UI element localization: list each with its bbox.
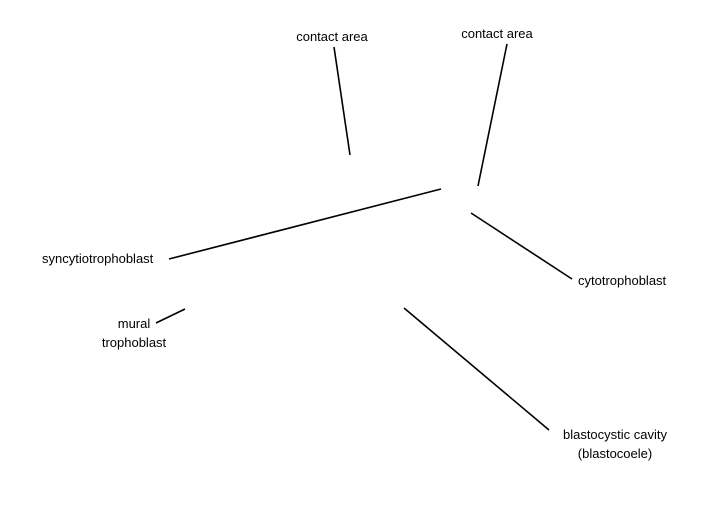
leader-line-syncytiotrophoblast <box>168 188 442 260</box>
label-cytotrophoblast: cytotrophoblast <box>578 273 667 288</box>
label-blastocystic-cavity: blastocystic cavity (blastocoele) <box>563 425 667 463</box>
label-mural-trophoblast-line-1: mural <box>117 316 151 331</box>
label-contact-area-right: contact area <box>461 26 533 41</box>
leader-line-blastocystic-cavity <box>403 307 550 431</box>
leader-line-contact-area-left <box>333 46 351 156</box>
label-mural-trophoblast: mural trophoblast <box>102 314 166 352</box>
leader-line-cytotrophoblast <box>470 212 573 280</box>
leader-line-mural-trophoblast <box>155 308 186 324</box>
label-mural-trophoblast-line-2: trophoblast <box>101 335 167 350</box>
label-syncytiotrophoblast: syncytiotrophoblast <box>42 251 154 266</box>
leader-line-contact-area-right <box>477 43 508 187</box>
label-blastocystic-cavity-line-1: blastocystic cavity <box>562 427 668 442</box>
label-blastocystic-cavity-line-2: (blastocoele) <box>577 446 653 461</box>
label-contact-area-left: contact area <box>296 29 368 44</box>
